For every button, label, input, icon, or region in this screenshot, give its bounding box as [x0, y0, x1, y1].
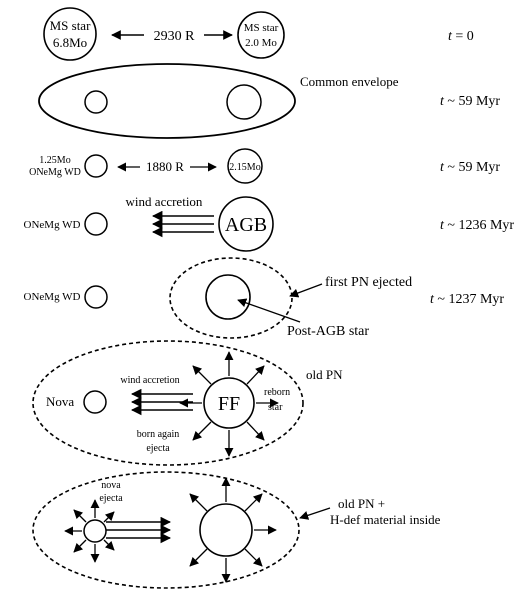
- ms-star-primary-label-1: MS star: [50, 18, 91, 33]
- nova-ejecta-label-1: nova: [101, 480, 121, 491]
- born-again-label-1: born again: [137, 429, 180, 440]
- reborn-star-label-1: reborn: [264, 387, 290, 398]
- time-stage-5: t ~ 1237 Myr: [430, 292, 504, 307]
- wd-label-5: ONeMg WD: [24, 291, 81, 303]
- time-stage-2: t ~ 59 Myr: [440, 94, 500, 109]
- post-agb-pointer: [237, 298, 301, 323]
- nova-white-dwarf: [83, 390, 107, 414]
- post-agb-star: [205, 274, 251, 320]
- ff-ray-down-right: [246, 421, 265, 441]
- wind-accretion-label: wind accretion: [126, 194, 203, 209]
- born-again-label-2: ejecta: [146, 443, 170, 454]
- star-ray-down-left: [189, 548, 208, 567]
- nova-ray-down-right: [103, 539, 115, 551]
- stage-6: old PN Nova wind accretion FF reborn sta…: [32, 340, 343, 466]
- common-envelope: [38, 63, 296, 139]
- first-planetary-nebula: [169, 257, 293, 339]
- wd-mass-label: 1.25Mo: [39, 155, 70, 166]
- stage-5: ONeMg WD first PN ejected Post-AGB star …: [24, 257, 504, 339]
- wind-accretion-label-2: wind accretion: [120, 375, 179, 386]
- stage-2: Common envelope t ~ 59 Myr: [38, 63, 500, 139]
- time-stage-1: t = 0: [448, 29, 474, 44]
- first-pn-pointer: [289, 283, 323, 298]
- old-pn-hdef-label-1: old PN +: [338, 496, 385, 511]
- companion-star: [227, 148, 263, 184]
- stage-1: MS star 6.8Mo 2930 R MS star 2.0 Mo t = …: [43, 7, 474, 61]
- separation-label: 2930 R: [154, 29, 196, 44]
- separation-label-2: 1880 R: [146, 159, 184, 174]
- stage-4: ONeMg WD wind accretion AGB t ~ 1236 Myr: [24, 194, 514, 252]
- companion-star-label: 2.15Mo: [229, 162, 260, 173]
- common-envelope-label: Common envelope: [300, 74, 399, 89]
- agb-label: AGB: [225, 214, 267, 236]
- old-pn-hdef-pointer: [299, 507, 331, 520]
- cored-star-large: [226, 84, 262, 120]
- time-stage-4: t ~ 1236 Myr: [440, 218, 514, 233]
- ms-star-primary-label-2: 6.8Mo: [53, 35, 87, 50]
- star-ray-up-left: [189, 493, 208, 512]
- star-ray-up-right: [244, 493, 263, 512]
- stage-3: 1.25Mo ONeMg WD 1880 R 2.15Mo t ~ 59 Myr: [29, 148, 500, 184]
- old-pn-hdef-label-2: H-def material inside: [330, 512, 441, 527]
- post-agb-label: Post-AGB star: [287, 324, 369, 339]
- ms-star-secondary: [237, 11, 285, 59]
- stage-7: nova ejecta old PN + H-def material insi…: [32, 471, 441, 589]
- ff-label: FF: [218, 393, 240, 415]
- reborn-star-label-2: star: [268, 402, 283, 413]
- separation-label-bg: [144, 24, 204, 44]
- ff-ray-down-left: [192, 421, 212, 441]
- ms-star-primary: [43, 7, 97, 61]
- cored-star-small: [84, 90, 108, 114]
- ms-star-secondary-label-2: 2.0 Mo: [245, 37, 277, 49]
- ff-ray-up-right: [246, 365, 265, 385]
- wd-label-4: ONeMg WD: [24, 219, 81, 231]
- nova-label: Nova: [46, 394, 74, 409]
- star-ray-down-right: [244, 548, 263, 567]
- agb-star: [218, 196, 274, 252]
- nova-ejecta-label-2: ejecta: [99, 493, 123, 504]
- ff-star: [203, 377, 255, 429]
- time-stage-3: t ~ 59 Myr: [440, 160, 500, 175]
- nova-ray-down-left: [73, 539, 87, 553]
- old-planetary-nebula: [32, 340, 304, 466]
- white-dwarf-5: [84, 285, 108, 309]
- first-pn-label: first PN ejected: [325, 275, 412, 290]
- white-dwarf-4: [84, 212, 108, 236]
- onemg-white-dwarf: [84, 154, 108, 178]
- nova-wd-7: [83, 519, 107, 543]
- central-star-7: [199, 503, 253, 557]
- wd-type-label: ONeMg WD: [29, 167, 81, 178]
- ff-ray-up-left: [192, 365, 212, 385]
- separation-label-2-bg: [140, 157, 190, 174]
- old-pn-label: old PN: [306, 367, 343, 382]
- ms-star-secondary-label-1: MS star: [244, 22, 279, 34]
- nova-ray-up-left: [73, 509, 87, 523]
- old-pn-with-h-def: [32, 471, 300, 589]
- nova-ray-up-right: [103, 511, 115, 523]
